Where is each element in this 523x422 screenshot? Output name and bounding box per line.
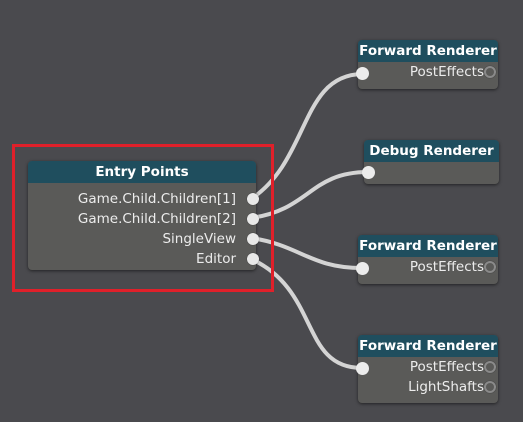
node-title: Debug Renderer <box>364 140 499 162</box>
port-label: Game.Child.Children[2] <box>77 211 236 227</box>
port-socket-icon[interactable] <box>247 253 259 265</box>
output-port-singleview: SingleView <box>28 229 259 249</box>
port-label: Editor <box>196 251 236 267</box>
port-socket-icon[interactable] <box>484 66 496 78</box>
port-socket-icon[interactable] <box>484 261 496 273</box>
port-post-effects: PostEffects <box>358 257 498 277</box>
port-post-effects: PostEffects <box>358 62 498 82</box>
port-label: SingleView <box>162 231 236 247</box>
input-port[interactable] <box>362 166 375 179</box>
port-label: Game.Child.Children[1] <box>77 191 236 207</box>
port-label: PostEffects <box>409 64 484 80</box>
port-socket-icon[interactable] <box>247 233 259 245</box>
debug-renderer-node[interactable]: Debug Renderer <box>362 140 499 184</box>
port-label: PostEffects <box>409 359 484 375</box>
port-socket-icon[interactable] <box>484 381 496 393</box>
entry-points-node[interactable]: Entry Points Game.Child.Children[1] Game… <box>28 161 259 270</box>
port-socket-icon[interactable] <box>247 193 259 205</box>
forward-renderer-node-3[interactable]: Forward Renderer PostEffects LightShafts <box>356 335 498 403</box>
port-post-effects: PostEffects <box>358 357 498 377</box>
port-label: PostEffects <box>409 259 484 275</box>
node-title: Forward Renderer <box>358 335 498 357</box>
output-port-children-1: Game.Child.Children[1] <box>28 189 259 209</box>
selection-highlight-box <box>12 144 274 292</box>
node-title: Forward Renderer <box>358 40 498 62</box>
port-light-shafts: LightShafts <box>358 377 498 397</box>
port-socket-icon[interactable] <box>484 361 496 373</box>
output-port-children-2: Game.Child.Children[2] <box>28 209 259 229</box>
forward-renderer-node-2[interactable]: Forward Renderer PostEffects <box>356 235 498 284</box>
node-title: Entry Points <box>28 161 256 183</box>
input-port[interactable] <box>356 362 369 375</box>
input-port[interactable] <box>356 262 369 275</box>
forward-renderer-node-1[interactable]: Forward Renderer PostEffects <box>356 40 498 89</box>
node-title: Forward Renderer <box>358 235 498 257</box>
port-socket-icon[interactable] <box>247 213 259 225</box>
output-port-editor: Editor <box>28 249 259 269</box>
port-label: LightShafts <box>408 379 484 395</box>
input-port[interactable] <box>356 67 369 80</box>
